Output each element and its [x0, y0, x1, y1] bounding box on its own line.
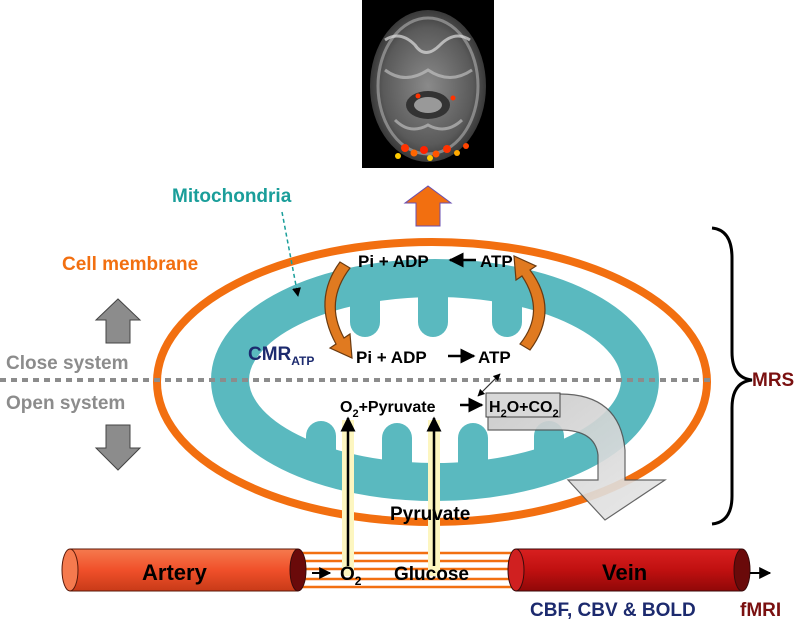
- open-system-label: Open system: [6, 393, 125, 414]
- mitochondria-pointer: [281, 211, 301, 297]
- cmr-label: CMRATP: [248, 344, 314, 368]
- cbf-cbv-bold-label: CBF, CBV & BOLD: [530, 600, 696, 621]
- h2o-co2-box: H2O+CO2: [485, 392, 561, 420]
- atp-exchange-arrow: [477, 373, 501, 397]
- mid-reaction-left: Pi + ADP: [356, 348, 427, 367]
- up-arrow-icon: [403, 185, 453, 227]
- mrs-brace: [711, 226, 753, 526]
- mid-reaction-right: ATP: [478, 348, 511, 367]
- mitochondria-cristae: [306, 296, 564, 468]
- o2-pyruvate-label: O2+Pyruvate: [340, 399, 436, 420]
- close-system-label: Close system: [6, 353, 129, 374]
- activation-spots: [395, 93, 469, 161]
- mitochondria-label: Mitochondria: [172, 186, 292, 207]
- capillary-connector: [298, 549, 516, 591]
- pyruvate-label: Pyruvate: [390, 504, 470, 525]
- artery-label: Artery: [142, 560, 208, 585]
- atp-cycle-arrows: [324, 255, 546, 359]
- brain-mri-image: [362, 0, 494, 168]
- top-reaction-left: Pi + ADP: [358, 252, 429, 271]
- vein-label: Vein: [602, 560, 647, 585]
- close-system-up-arrow-icon: [94, 298, 142, 344]
- co2-exit-arrow: [487, 393, 667, 521]
- mrs-label: MRS: [752, 370, 794, 391]
- artery-vessel: [61, 548, 307, 592]
- fmri-label: fMRI: [740, 600, 781, 621]
- vessel-o2-label: O2: [340, 564, 362, 588]
- cell-membrane-label: Cell membrane: [62, 254, 198, 275]
- open-system-down-arrow-icon: [94, 424, 142, 471]
- vein-vessel: [507, 548, 751, 592]
- svg-text:H2O+CO2: H2O+CO2: [489, 399, 559, 420]
- top-reaction-right: ATP: [480, 252, 513, 271]
- glucose-label: Glucose: [394, 564, 469, 585]
